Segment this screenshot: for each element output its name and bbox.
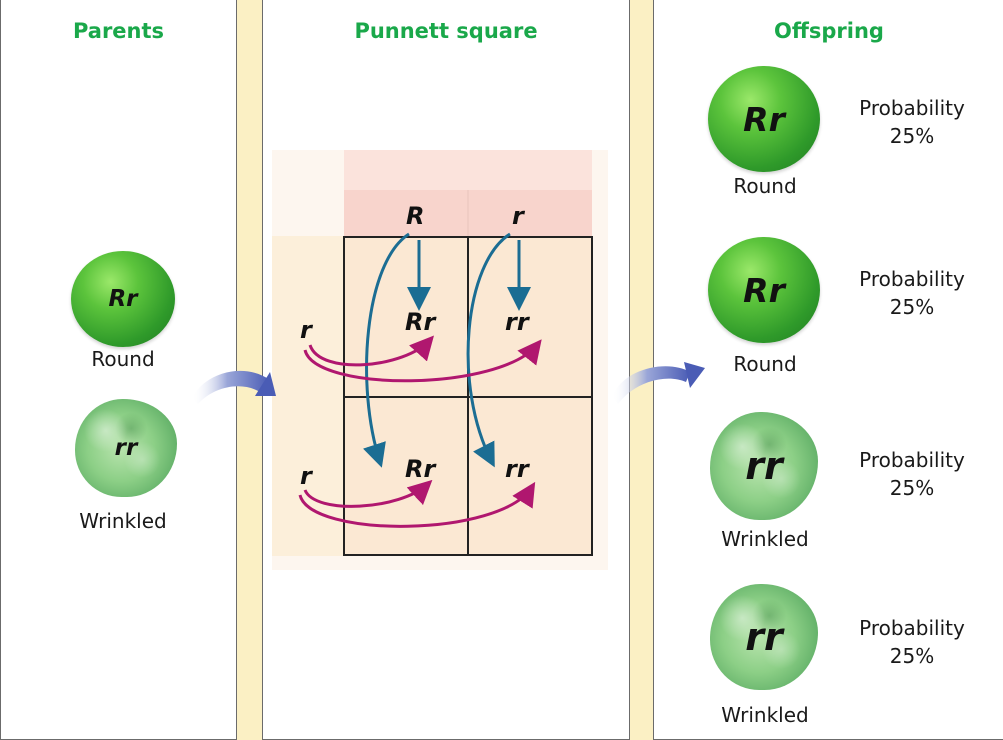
probability-label: Probability — [859, 96, 965, 120]
top-allele: R — [406, 202, 425, 230]
offspring-pea-round: Rr — [708, 66, 820, 172]
offspring-probability: Probability 25% — [842, 614, 982, 670]
offspring-pea-label: Wrinkled — [721, 527, 809, 551]
parents-title: Parents — [72, 19, 165, 43]
parent-pea-genotype: Rr — [108, 286, 138, 312]
probability-value: 25% — [889, 476, 935, 500]
parent-pea-label: Wrinkled — [79, 509, 167, 533]
left-allele: r — [300, 316, 312, 344]
offspring-pea-genotype: Rr — [743, 270, 785, 310]
offspring-pea-label: Round — [733, 174, 797, 198]
offspring-probability: Probability 25% — [842, 94, 982, 150]
probability-value: 25% — [889, 295, 935, 319]
punnett-cell-genotype: Rr — [405, 455, 436, 483]
punnett-cell-genotype: rr — [505, 308, 529, 336]
offspring-probability: Probability 25% — [842, 265, 982, 321]
punnett-cell-genotype: rr — [505, 455, 529, 483]
parent-pea-label: Round — [91, 347, 155, 371]
parent-pea-round: Rr — [71, 251, 175, 347]
probability-value: 25% — [889, 124, 935, 148]
left-allele: r — [300, 462, 312, 490]
offspring-pea-genotype: rr — [745, 615, 783, 659]
parent-pea-wrinkled: rr — [75, 399, 177, 497]
punnett-panel: Punnett square — [262, 0, 630, 740]
offspring-pea-round: Rr — [708, 237, 820, 343]
punnett-cell-genotype: Rr — [405, 308, 436, 336]
probability-label: Probability — [859, 616, 965, 640]
offspring-pea-wrinkled: rr — [710, 412, 818, 520]
probability-value: 25% — [889, 644, 935, 668]
offspring-probability: Probability 25% — [842, 446, 982, 502]
offspring-title: Offspring — [774, 19, 884, 43]
offspring-pea-genotype: Rr — [743, 99, 785, 139]
offspring-pea-genotype: rr — [745, 444, 783, 488]
offspring-pea-label: Wrinkled — [721, 703, 809, 727]
parents-panel: Parents Rr Round rr Wrinkled — [0, 0, 237, 740]
probability-label: Probability — [859, 448, 965, 472]
probability-label: Probability — [859, 267, 965, 291]
offspring-pea-label: Round — [733, 352, 797, 376]
offspring-pea-wrinkled: rr — [710, 584, 818, 690]
punnett-title: Punnett square — [354, 19, 538, 43]
parent-pea-genotype: rr — [114, 435, 138, 461]
top-allele: r — [512, 202, 524, 230]
